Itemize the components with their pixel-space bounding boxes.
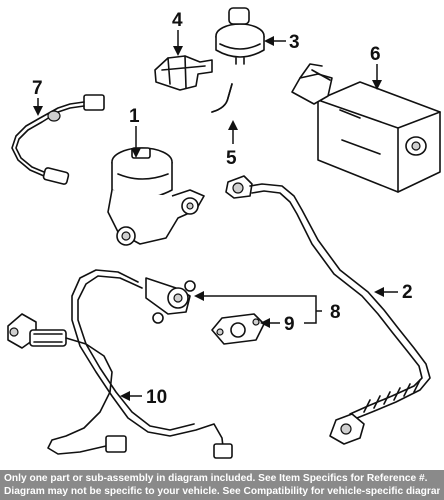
callout-number: 9 xyxy=(284,314,295,335)
part-5-hose xyxy=(211,83,233,113)
callout-2: 2 xyxy=(374,282,413,303)
part-1-egr-valve xyxy=(107,147,205,246)
callout-10: 10 xyxy=(120,387,167,408)
part-3-modulator xyxy=(215,7,265,65)
callout-number: 1 xyxy=(129,106,140,127)
part-2-egr-pipe xyxy=(225,175,431,445)
part-10-oxygen-sensor xyxy=(7,313,127,455)
part-7-oxygen-sensor xyxy=(11,94,105,185)
callout-number: 4 xyxy=(172,10,183,31)
callout-6: 6 xyxy=(370,44,382,90)
disclaimer-line-1: Only one part or sub-assembly in diagram… xyxy=(4,473,428,484)
callout-7: 7 xyxy=(32,78,43,116)
callout-number: 7 xyxy=(32,78,43,99)
diagram-canvas: 1 2 3 4 5 6 7 8 9 10 xyxy=(7,7,441,459)
callout-3: 3 xyxy=(264,32,300,53)
callout-number: 2 xyxy=(402,282,413,303)
callout-number: 10 xyxy=(146,387,167,408)
callout-8: 8 xyxy=(194,291,341,324)
callout-number: 6 xyxy=(370,44,381,65)
callout-5: 5 xyxy=(226,120,238,169)
callout-1: 1 xyxy=(129,106,141,158)
callout-4: 4 xyxy=(172,10,183,56)
disclaimer-line-2: Diagram may not be specific to your vehi… xyxy=(4,486,440,497)
part-9-gasket xyxy=(211,313,265,345)
part-4-bracket xyxy=(154,55,213,91)
disclaimer-footer: Only one part or sub-assembly in diagram… xyxy=(0,470,444,500)
callout-9: 9 xyxy=(260,314,295,335)
part-8-sensor xyxy=(71,269,233,459)
callout-number: 5 xyxy=(226,148,237,169)
callout-number: 3 xyxy=(289,32,300,53)
part-6-canister xyxy=(291,63,441,193)
callout-number: 8 xyxy=(330,302,341,323)
parts-diagram: 1 2 3 4 5 6 7 8 9 10 xyxy=(7,7,441,459)
